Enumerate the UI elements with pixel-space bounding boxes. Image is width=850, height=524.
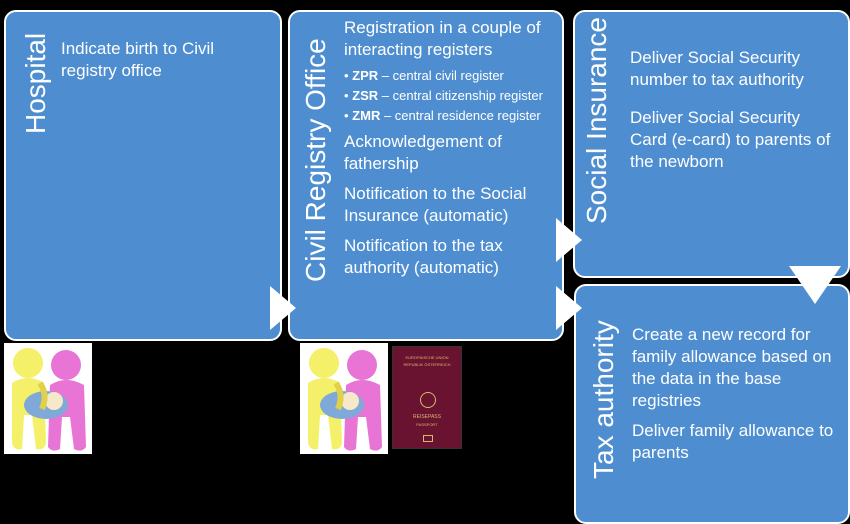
social-insurance-content: Deliver Social Security number to tax au… [630,47,840,173]
register-desc: – central civil register [378,68,504,83]
civil-registry-box: Civil Registry Office Registration in a … [288,10,564,341]
passport-image: EUROPÄISCHE UNION REPUBLIK ÖSTERREICH RE… [392,346,462,449]
social-insurance-title: Social Insurance [581,16,612,224]
arrow-right-icon [556,286,582,330]
hospital-box: Hospital Indicate birth to Civil registr… [4,10,282,341]
civil-item-tax-notification: Notification to the tax authority (autom… [344,236,503,277]
register-abbr: ZPR [352,68,379,83]
passport-line-country: REPUBLIK ÖSTERREICH [403,362,451,367]
civil-item-fathership: Acknowledgement of fathership [344,132,502,173]
parents-with-baby-icon [308,348,382,451]
arrow-down-icon [789,266,841,304]
social-insurance-box: Social Insurance Deliver Social Security… [573,10,850,278]
hospital-title: Hospital [20,32,51,134]
tax-authority-box: Tax authority Create a new record for fa… [574,284,850,524]
register-abbr: ZSR [352,88,379,103]
arrow-right-icon [556,218,582,262]
civil-registry-intro: Registration in a couple of interacting … [344,18,541,59]
register-item-zmr: • ZMR – central residence register [344,108,541,123]
family-illustration [4,343,92,454]
eagle-crest-icon [420,392,436,408]
register-desc: – central citizenship register [378,88,543,103]
tax-item-record: Create a new record for family allowance… [632,325,832,410]
biometric-chip-icon [423,435,433,442]
register-list: • ZPR – central civil register • ZSR – c… [344,67,558,125]
passport-line-passport: PASSPORT [416,422,438,427]
family-illustration [300,343,388,454]
tax-item-allowance: Deliver family allowance to parents [632,421,834,462]
passport-line-eu: EUROPÄISCHE UNION [405,355,449,360]
tax-authority-content: Create a new record for family allowance… [632,324,837,464]
civil-registry-content: Registration in a couple of interacting … [344,17,558,279]
register-desc: – central residence register [380,108,541,123]
register-item-zsr: • ZSR – central citizenship register [344,88,543,103]
tax-authority-title: Tax authority [588,320,619,479]
passport-line-reisepass: REISEPASS [413,414,441,420]
register-item-zpr: • ZPR – central civil register [344,68,504,83]
civil-item-social-notification: Notification to the Social Insurance (au… [344,184,527,225]
register-abbr: ZMR [352,108,381,123]
social-item-card: Deliver Social Security Card (e-card) to… [630,108,831,171]
social-item-number: Deliver Social Security number to tax au… [630,48,804,89]
civil-registry-title: Civil Registry Office [300,38,331,282]
parents-with-baby-icon [12,348,86,451]
arrow-right-icon [270,286,296,330]
hospital-text: Indicate birth to Civil registry office [61,39,215,80]
